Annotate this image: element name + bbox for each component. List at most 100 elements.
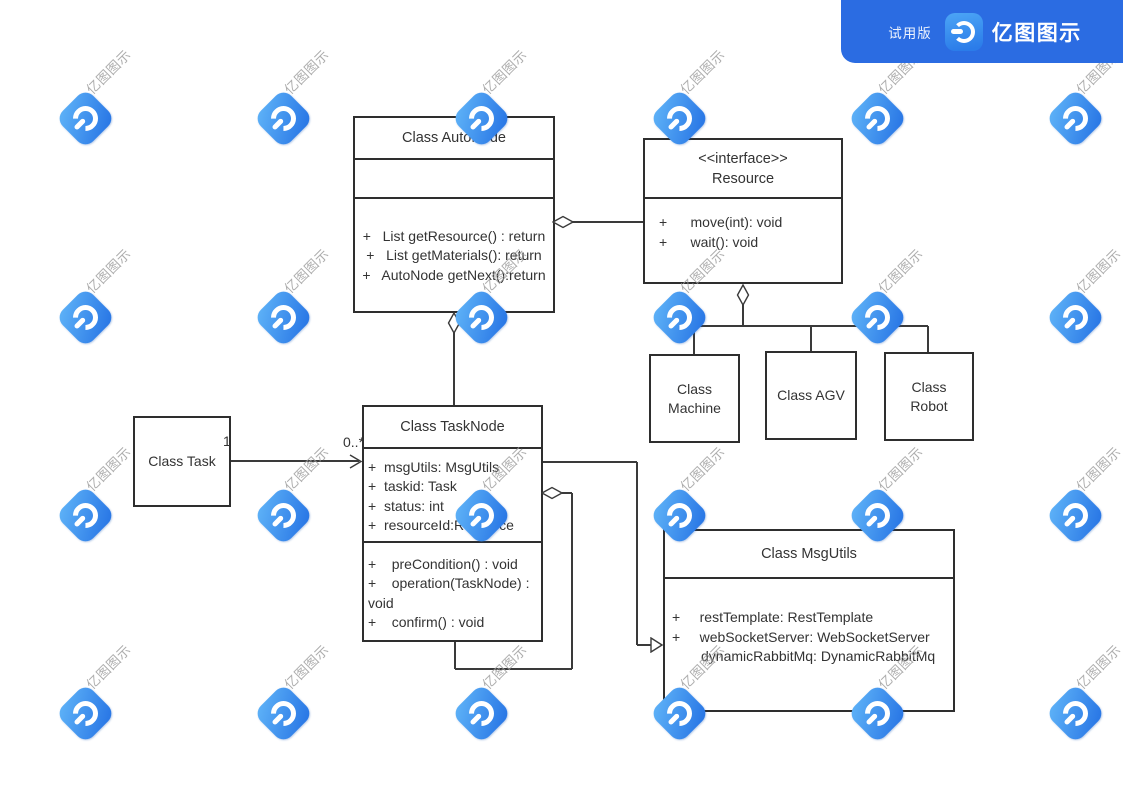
attributes-section: + restTemplate: RestTemplate + webSocket… xyxy=(665,579,953,710)
multiplicity-label-target: 0..* xyxy=(343,434,365,450)
class-box-machine[interactable]: Class Machine xyxy=(649,354,740,443)
edraw-watermark-icon xyxy=(55,88,116,149)
attribute-line: + status: int xyxy=(368,497,444,514)
aggregation-diamond-autonode-tasknode[interactable] xyxy=(447,311,461,335)
connector-line[interactable] xyxy=(742,304,744,326)
edraw-watermark-icon xyxy=(1045,485,1106,546)
class-box-agv[interactable]: Class AGV xyxy=(765,351,857,440)
connector-line[interactable] xyxy=(455,668,572,670)
logo-dash xyxy=(865,712,879,726)
connector-line[interactable] xyxy=(694,325,928,327)
attribute-line: + restTemplate: RestTemplate xyxy=(672,609,874,625)
class-title-machine: Class Machine xyxy=(668,380,721,416)
class-box-robot[interactable]: Class Robot xyxy=(884,352,974,441)
class-title-tasknode: Class TaskNode xyxy=(364,407,541,449)
aggregation-diamond-resource-children[interactable] xyxy=(736,283,750,307)
logo-ring xyxy=(67,497,104,534)
logo-ring xyxy=(67,299,104,336)
logo-ring xyxy=(661,497,698,534)
edraw-watermark-icon xyxy=(1045,287,1106,348)
edraw-watermark-icon xyxy=(1045,683,1106,744)
logo-dash xyxy=(73,514,87,528)
logo-dash xyxy=(73,712,87,726)
watermark: 亿图图示 xyxy=(649,246,728,348)
connector-line[interactable] xyxy=(543,461,637,463)
connector-line[interactable] xyxy=(562,492,572,494)
watermark: 亿图图示 xyxy=(847,246,926,348)
logo-dash xyxy=(271,712,285,726)
logo-ring xyxy=(463,695,500,732)
watermark: 亿图图示 xyxy=(1045,47,1123,149)
method-line: + preCondition() : void xyxy=(368,556,518,572)
logo-ring xyxy=(952,20,975,43)
logo-ring xyxy=(265,695,302,732)
logo-ring xyxy=(265,299,302,336)
watermark: 亿图图示 xyxy=(253,246,332,348)
watermark-text: 亿图图示 xyxy=(83,47,134,98)
watermark: 亿图图示 xyxy=(55,642,134,744)
logo-ring xyxy=(1057,695,1094,732)
class-box-msgutils[interactable]: Class MsgUtils + restTemplate: RestTempl… xyxy=(663,529,955,712)
association-line-task-tasknode[interactable] xyxy=(231,460,359,462)
logo-dash xyxy=(271,316,285,330)
logo-dash xyxy=(73,316,87,330)
logo-dash xyxy=(950,29,963,34)
connector-line[interactable] xyxy=(636,462,638,645)
edraw-watermark-icon xyxy=(55,485,116,546)
logo-dash xyxy=(667,712,681,726)
method-line: + move(int): void xyxy=(659,214,783,230)
watermark-text: 亿图图示 xyxy=(281,642,332,693)
brand-name: 亿图图示 xyxy=(991,21,1082,45)
watermark: 亿图图示 xyxy=(1045,246,1123,348)
logo-ring xyxy=(1057,299,1094,336)
logo-ring xyxy=(67,100,104,137)
watermark: 亿图图示 xyxy=(253,47,332,149)
watermark-text: 亿图图示 xyxy=(875,444,926,495)
connector-line[interactable] xyxy=(453,332,455,405)
connector-line[interactable] xyxy=(454,642,456,669)
method-line: + List getResource() : return xyxy=(362,228,546,244)
edraw-watermark-icon xyxy=(253,88,314,149)
watermark: 亿图图示 xyxy=(55,444,134,546)
method-line: + List getMaterials(): return xyxy=(366,247,542,264)
watermark: 亿图图示 xyxy=(451,642,530,744)
connector-line[interactable] xyxy=(572,221,643,223)
logo-ring xyxy=(67,695,104,732)
connector-line[interactable] xyxy=(927,326,929,352)
watermark-text: 亿图图示 xyxy=(875,246,926,297)
edraw-watermark-icon xyxy=(847,287,908,348)
open-arrowhead[interactable] xyxy=(349,454,363,469)
edraw-watermark-icon xyxy=(55,287,116,348)
trial-version-label: 试用版 xyxy=(888,25,932,41)
edraw-watermark-icon xyxy=(253,683,314,744)
class-box-task[interactable]: Class Task xyxy=(133,416,231,507)
watermark: 亿图图示 xyxy=(253,642,332,744)
connector-line[interactable] xyxy=(693,326,695,354)
class-box-tasknode[interactable]: Class TaskNode + msgUtils: MsgUtils + ta… xyxy=(362,405,543,642)
edraw-watermark-icon xyxy=(847,88,908,149)
edraw-watermark-icon xyxy=(1045,88,1106,149)
class-box-autonode[interactable]: Class AutoNode + List getResource() : re… xyxy=(353,116,555,313)
logo-ring xyxy=(1057,100,1094,137)
connector-line[interactable] xyxy=(810,326,812,351)
hollow-triangle-arrowhead[interactable] xyxy=(650,636,664,654)
method-line: + confirm() : void xyxy=(368,613,485,630)
class-title-robot: Class Robot xyxy=(910,378,948,414)
class-title-msgutils: Class MsgUtils xyxy=(665,531,953,579)
connector-line[interactable] xyxy=(571,493,573,669)
logo-dash xyxy=(1063,712,1077,726)
logo-dash xyxy=(271,117,285,131)
watermark: 亿图图示 xyxy=(253,444,332,546)
interface-box-resource[interactable]: <<interface>> Resource + move(int): void… xyxy=(643,138,843,284)
watermark: 亿图图示 xyxy=(1045,444,1123,546)
logo-dash xyxy=(271,514,285,528)
aggregation-diamond-autonode-resource[interactable] xyxy=(551,215,575,229)
aggregation-diamond-tasknode-self[interactable] xyxy=(540,486,564,500)
edraw-watermark-icon xyxy=(55,683,116,744)
connector-line[interactable] xyxy=(637,644,651,646)
method-line: + wait(): void xyxy=(659,233,759,250)
method-line-wrap: void xyxy=(368,594,394,611)
logo-dash xyxy=(73,117,87,131)
logo-dash xyxy=(1063,316,1077,330)
